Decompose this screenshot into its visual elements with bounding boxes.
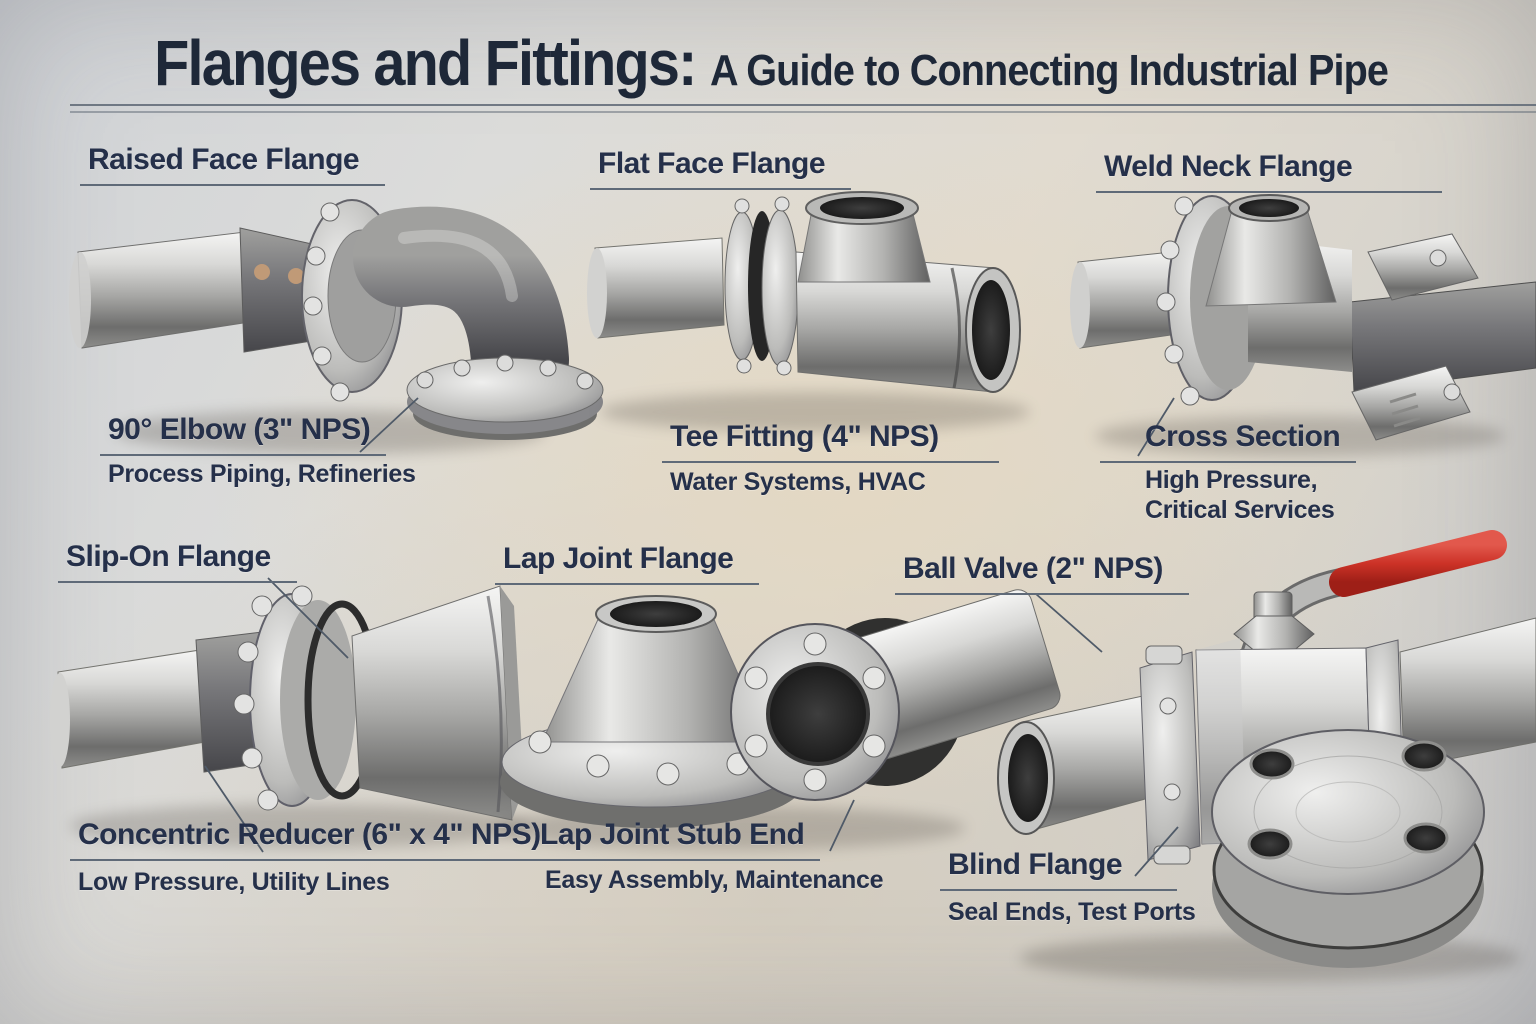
illustration-lap-joint-stub-end: [495, 589, 1061, 850]
heading-ball-valve: Ball Valve (2" NPS): [895, 552, 1189, 595]
caption-lap-joint-stub-end: Lap Joint Stub End: [532, 818, 821, 861]
subcaption-cross-section: High Pressure, Critical Services: [1145, 466, 1335, 524]
title-divider: [70, 104, 1536, 113]
page-title: Flanges and Fittings:A Guide to Connecti…: [80, 26, 1462, 100]
leader-cross-section: [1137, 397, 1175, 457]
heading-slip-on-flange: Slip-On Flange: [58, 540, 297, 583]
heading-raised-face-flange: Raised Face Flange: [80, 143, 386, 186]
heading-weld-neck-flange: Weld Neck Flange: [1096, 150, 1443, 193]
leader-blind-flange: [1134, 826, 1179, 877]
subcaption-90-elbow: Process Piping, Refineries: [108, 460, 416, 488]
illustration-ball-valve-blind-flange: [997, 530, 1536, 982]
heading-lap-joint-flange: Lap Joint Flange: [495, 542, 760, 585]
caption-cross-section: Cross Section: [1100, 420, 1357, 463]
title-main: Flanges and Fittings:: [154, 27, 697, 99]
leader-lines: [204, 397, 1179, 877]
illustration-concentric-reducer: [50, 585, 530, 848]
leader-elbow: [359, 397, 419, 453]
caption-90-elbow: 90° Elbow (3" NPS): [100, 413, 387, 456]
leader-concentric-reducer: [204, 765, 264, 853]
title-subtitle: A Guide to Connecting Industrial Pipe: [709, 46, 1389, 95]
heading-flat-face-flange: Flat Face Flange: [590, 147, 852, 190]
subcaption-lap-joint-stub-end: Easy Assembly, Maintenance: [545, 866, 884, 894]
illustration-flanged-tee-fitting: [587, 191, 1030, 432]
leader-ball-valve: [1035, 593, 1103, 653]
subcaption-concentric-reducer: Low Pressure, Utility Lines: [78, 868, 390, 896]
caption-tee-fitting: Tee Fitting (4" NPS): [662, 420, 999, 463]
leader-slip-on-flange: [267, 577, 349, 659]
illustration-weld-neck-flange-assembly: [1070, 194, 1536, 456]
subcaption-tee-fitting: Water Systems, HVAC: [670, 468, 926, 496]
leader-lap-joint-stub-end: [829, 799, 855, 852]
subcaption-blind-flange: Seal Ends, Test Ports: [948, 898, 1196, 926]
caption-concentric-reducer: Concentric Reducer (6" x 4" NPS): [70, 818, 557, 861]
caption-blind-flange: Blind Flange: [940, 848, 1177, 891]
illustration-flanged-90-degree-elbow: [69, 199, 604, 454]
